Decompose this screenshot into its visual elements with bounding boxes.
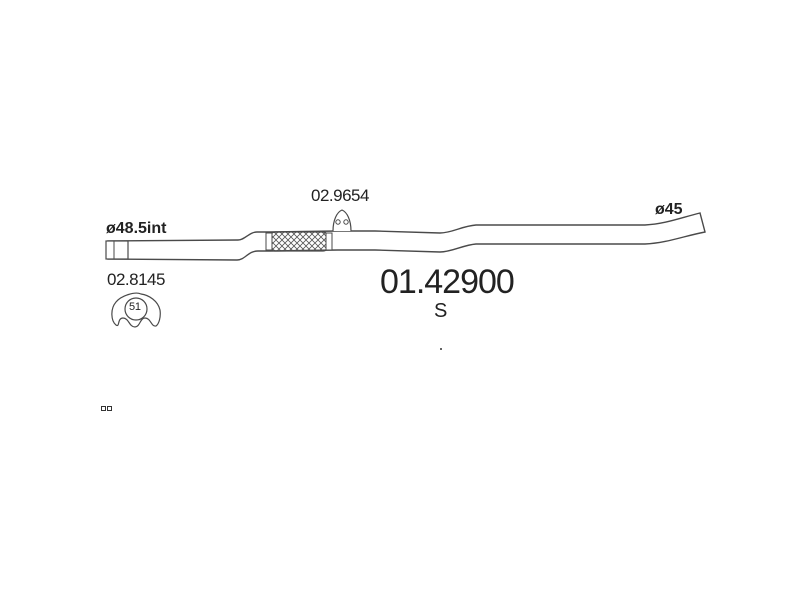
small-box-icon (101, 406, 112, 411)
outlet-diameter-label: ø45 (655, 201, 683, 218)
hanger-hole-right (343, 219, 349, 225)
main-part-number: 01.42900 (380, 263, 515, 301)
hanger-icon (332, 209, 352, 232)
flex-pipe (269, 231, 329, 252)
inlet-diameter-label: ø48.5int (106, 220, 167, 237)
pipe-outline (107, 212, 706, 261)
flex-pipe-cap-left (265, 232, 273, 251)
clamp-size-label: 51 (129, 301, 141, 313)
center-dot (440, 348, 442, 350)
hanger-part-number: 02.9654 (311, 186, 369, 205)
hanger-hole-left (335, 219, 341, 225)
inlet-connector (105, 240, 129, 260)
clamp-ring (124, 297, 148, 321)
variant-code: S (434, 300, 448, 322)
clamp-part-number: 02.8145 (107, 270, 165, 289)
small-box-left-icon (101, 406, 106, 411)
small-box-right-icon (107, 406, 112, 411)
flex-pipe-cap-right (325, 232, 333, 251)
